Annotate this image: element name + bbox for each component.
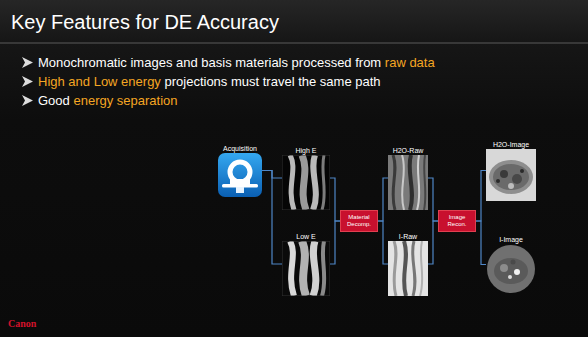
- bullet-line: High and Low energyprojections must trav…: [38, 74, 381, 89]
- bullet-arrow: [22, 76, 33, 87]
- node-label: Material Decomp.: [344, 214, 374, 228]
- node-label: Low E: [296, 232, 315, 241]
- image-node: High E: [282, 146, 330, 210]
- node-label: H2O-Raw: [393, 146, 424, 155]
- bullet-text: projections must travel the same path: [164, 74, 380, 89]
- node-label: High E: [295, 146, 316, 155]
- bracket-connector: [428, 221, 438, 264]
- node-label: I-Image: [499, 235, 523, 244]
- bracket-connector: [476, 221, 486, 265]
- node-label: Acquisition: [223, 144, 257, 153]
- scanner-icon: [218, 153, 262, 197]
- bullet-arrow: [22, 57, 33, 68]
- title-rule: [0, 43, 588, 44]
- bullet-text: High and Low energy: [38, 74, 161, 89]
- sinogram-image: [282, 155, 330, 210]
- bracket-connector: [428, 178, 438, 221]
- bullet-line: Monochromatic images and basis materials…: [38, 55, 435, 70]
- image-node: I-Raw: [388, 232, 428, 296]
- bullet-text: Good: [38, 93, 70, 108]
- bracket-connector: [330, 221, 340, 264]
- bullet-arrows: [22, 57, 33, 106]
- process-box: Material Decomp.: [340, 210, 378, 232]
- reconstructed-image: [486, 149, 536, 201]
- bracket-connector: [378, 178, 388, 221]
- bracket-connector: [378, 221, 388, 264]
- reconstructed-image: [486, 244, 536, 294]
- node-label: Image Recon.: [442, 214, 472, 228]
- image-node: H2O-Raw: [388, 146, 428, 210]
- bracket-connector: [476, 171, 486, 222]
- image-node: Acquisition: [218, 144, 262, 197]
- raw-image: [388, 241, 428, 296]
- bullet-line: Goodenergy separation: [38, 93, 178, 108]
- node-label: I-Raw: [399, 232, 417, 241]
- node-label: H2O-Image: [493, 140, 529, 149]
- sinogram-image: [282, 241, 330, 296]
- bullet-text: raw data: [385, 55, 435, 70]
- process-box: Image Recon.: [438, 210, 476, 232]
- image-node: H2O-Image: [486, 140, 536, 201]
- slide-title: Key Features for DE Accuracy: [11, 11, 279, 34]
- bracket-connector: [262, 171, 282, 265]
- bullet-text: energy separation: [73, 93, 177, 108]
- bracket-connector: [330, 178, 340, 221]
- image-node: I-Image: [486, 235, 536, 294]
- brand-logo: Canon: [8, 318, 36, 329]
- bullet-text: Monochromatic images and basis materials…: [38, 55, 381, 70]
- raw-image: [388, 155, 428, 210]
- bullet-arrow: [22, 95, 33, 106]
- image-node: Low E: [282, 232, 330, 296]
